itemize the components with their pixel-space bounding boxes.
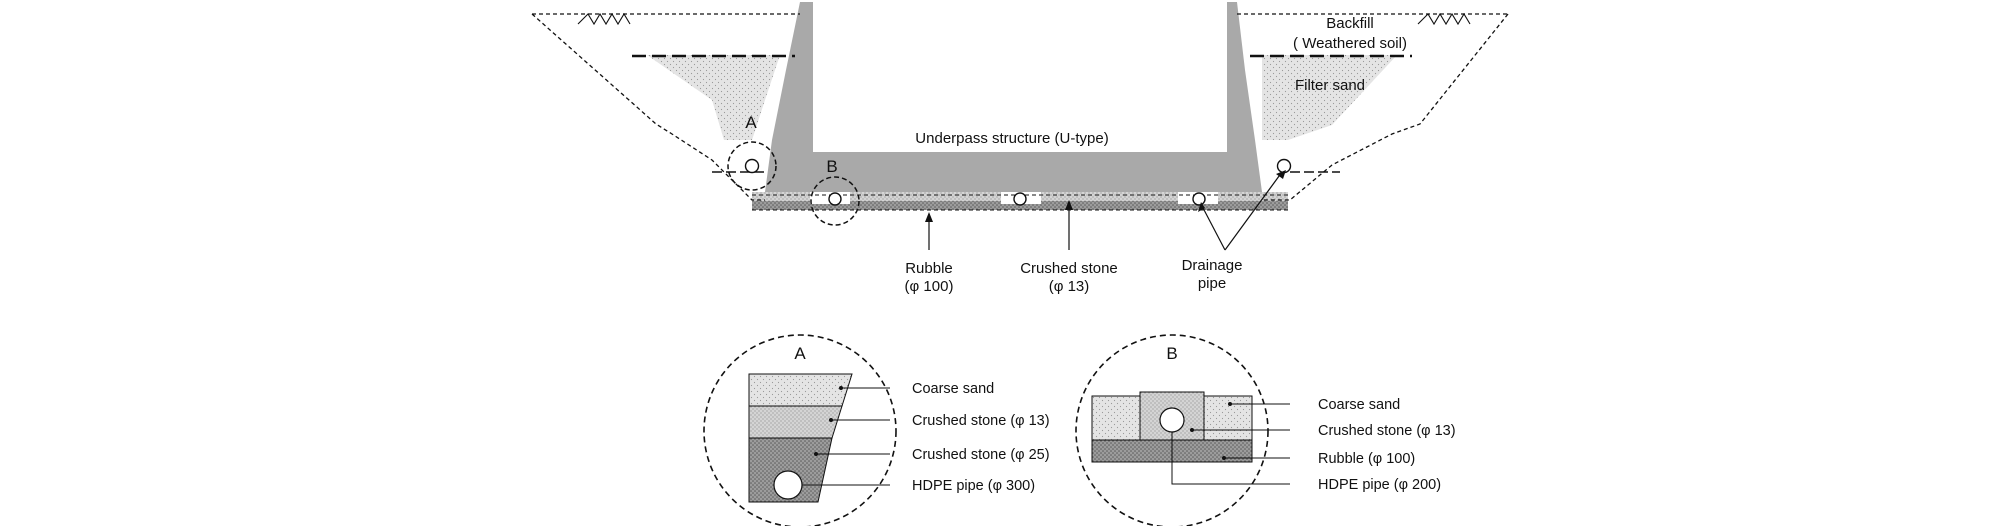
- detail-b-leaders: [1171, 402, 1290, 485]
- detail-b-marker: [810, 176, 860, 226]
- filter-sand-left: [647, 55, 780, 140]
- detail-a: A Coarse sand Crushed stone (φ 13) Crush…: [703, 334, 1050, 526]
- rubble-label: Rubble: [905, 260, 953, 277]
- detail-a-coarse-sand: [748, 373, 853, 407]
- detail-a-marker: [727, 141, 777, 191]
- detail-a-label-coarse-sand: Coarse sand: [912, 381, 994, 397]
- crushed-stone-size-label: (φ 13): [1049, 278, 1090, 295]
- rubble-size-label: (φ 100): [905, 278, 954, 295]
- detail-b-title: B: [1166, 344, 1177, 363]
- detail-a-label-crushed-13: Crushed stone (φ 13): [912, 413, 1050, 429]
- underpass-structure: [765, 2, 1262, 192]
- backfill-label: Backfill: [1326, 15, 1374, 32]
- drain-pipe-bottom: [828, 192, 842, 206]
- detail-a-crushed-25: [748, 437, 833, 503]
- detail-b-hdpe-pipe: [1159, 407, 1185, 433]
- excavation-line-right: [1262, 13, 1509, 201]
- detail-a-frame: [703, 334, 897, 526]
- filter-sand-label: Filter sand: [1295, 77, 1365, 94]
- detail-b: B Coarse sand Crushed stone (φ 13) Rubbl…: [1075, 334, 1456, 526]
- detail-a-leaders: [802, 386, 890, 486]
- detail-a-label-hdpe: HDPE pipe (φ 300): [912, 478, 1035, 494]
- crushed-stone-label: Crushed stone: [1020, 260, 1118, 277]
- detail-a-hdpe-pipe: [773, 470, 803, 500]
- leader-rubble: [925, 212, 933, 250]
- detail-a-title: A: [794, 344, 806, 363]
- drain-pipe-bottom: [1192, 192, 1206, 206]
- marker-b-label: B: [826, 157, 837, 176]
- detail-b-label-crushed-13: Crushed stone (φ 13): [1318, 423, 1456, 439]
- detail-b-label-hdpe: HDPE pipe (φ 200): [1318, 477, 1441, 493]
- detail-b-label-rubble: Rubble (φ 100): [1318, 451, 1415, 467]
- drainage-pipe-label-2: pipe: [1198, 275, 1226, 292]
- leader-crushed-stone: [1065, 200, 1073, 250]
- drain-pipe-side-right: [1276, 158, 1292, 174]
- drain-pipe-bottom: [1013, 192, 1027, 206]
- ground-hatch-left: [577, 12, 631, 26]
- marker-a-label: A: [745, 113, 757, 132]
- backfill-sublabel: ( Weathered soil): [1293, 35, 1407, 52]
- structure-label: Underpass structure (U-type): [915, 130, 1108, 147]
- leader-drain-pipe: [1198, 170, 1286, 251]
- cross-section: Underpass structure (U-type) Backfill ( …: [531, 2, 1509, 295]
- detail-b-label-coarse-sand: Coarse sand: [1318, 397, 1400, 413]
- detail-b-frame: [1075, 334, 1269, 526]
- detail-a-label-crushed-25: Crushed stone (φ 25): [912, 447, 1050, 463]
- filter-sand-right: [1262, 55, 1397, 140]
- drainage-pipe-label: Drainage: [1182, 257, 1243, 274]
- ground-hatch-right: [1417, 12, 1471, 26]
- detail-a-crushed-13: [748, 405, 843, 439]
- drain-pipe-side-left: [744, 158, 760, 174]
